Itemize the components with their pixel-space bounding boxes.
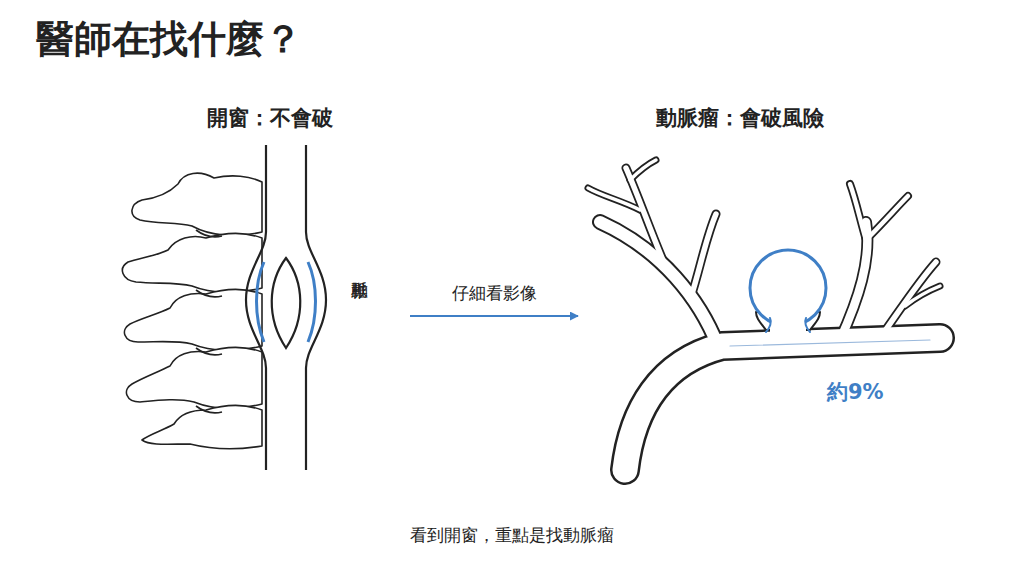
cervical-spine <box>122 173 262 449</box>
aneurysm-sac <box>750 250 826 326</box>
connector-label: 仔細看影像 <box>452 282 537 305</box>
fenestration-channel <box>257 262 265 342</box>
illustration-panel: 動脈瘤：會破風險 <box>578 100 902 472</box>
vertebra <box>132 173 262 235</box>
aneurysm-mask <box>770 318 806 334</box>
lumen <box>600 222 718 346</box>
vessel <box>690 214 716 300</box>
aneurysm <box>750 250 826 334</box>
vertebra <box>126 348 262 409</box>
lumen <box>868 196 908 238</box>
artery-wall <box>306 145 326 470</box>
lumen <box>625 338 940 470</box>
vessel <box>625 338 940 470</box>
vessel <box>630 160 656 180</box>
disc-line <box>196 230 222 413</box>
vertebra <box>142 406 262 449</box>
fenestration <box>272 258 301 348</box>
vessel-outline <box>588 160 940 470</box>
lumen <box>588 188 640 210</box>
lumen <box>850 184 866 240</box>
vertebra <box>122 234 262 293</box>
vertebral-artery <box>246 145 326 470</box>
vessel-center-line <box>730 340 930 346</box>
arterial-tree <box>588 160 940 470</box>
panel-heading: 動脈瘤：會破風險 <box>578 104 902 132</box>
lumen <box>630 160 656 180</box>
percentage-label: 約9% <box>827 380 884 405</box>
title: 醫師在找什麼？ <box>36 14 302 65</box>
caption: 看到開窗，重點是找動脈瘤 <box>0 524 1024 547</box>
vessel <box>840 222 867 340</box>
artery-wall <box>246 145 266 470</box>
vessel <box>850 184 866 240</box>
lumen <box>626 168 665 265</box>
aneurysm-neck-edge <box>766 318 810 332</box>
lumen <box>880 262 936 338</box>
lumen <box>905 286 940 306</box>
lumen <box>840 222 867 340</box>
vessel <box>868 196 908 238</box>
vertebra <box>124 290 262 351</box>
fenestration-channel <box>308 262 316 342</box>
panel-heading: 開窗：不會破 <box>130 104 410 132</box>
vessel <box>588 188 640 210</box>
arrow-connector <box>410 315 578 317</box>
lumen <box>690 214 716 300</box>
illustration-panel: 開窗：不會破 <box>130 100 410 472</box>
vessel-lumen <box>588 160 940 470</box>
